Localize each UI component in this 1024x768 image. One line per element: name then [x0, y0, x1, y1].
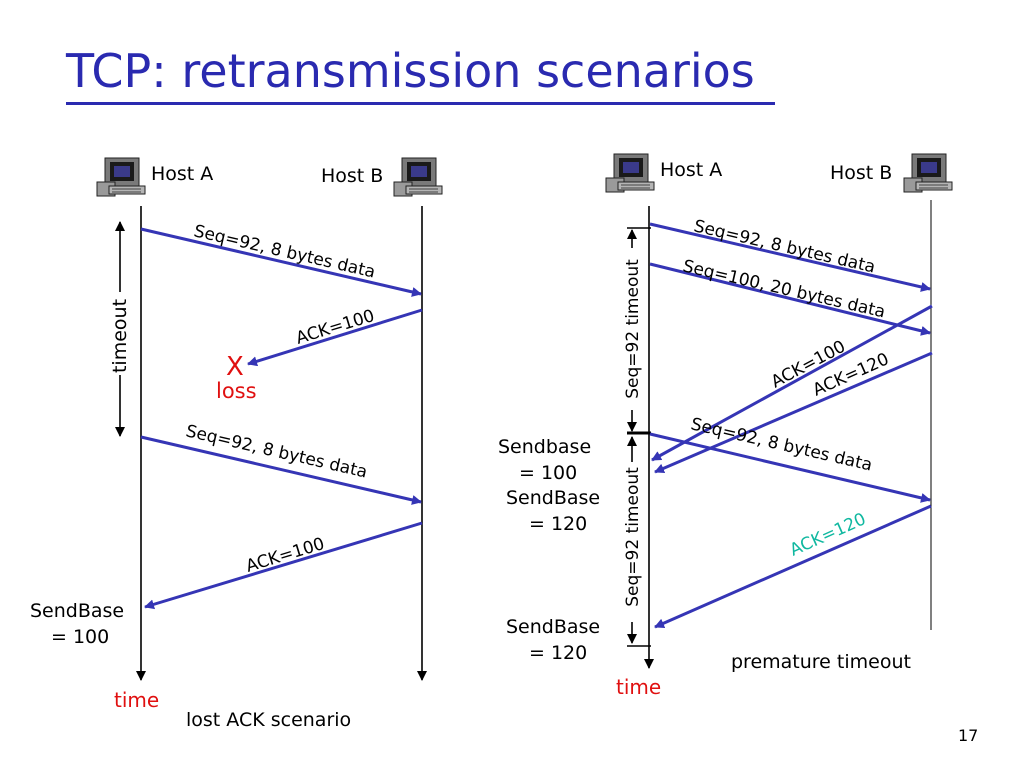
host-b-computer-icon: [393, 157, 443, 197]
right-sendbase-b2: = 120: [529, 513, 587, 535]
loss-x-icon: X: [226, 352, 244, 382]
left-host-a-label: Host A: [151, 163, 213, 185]
left-seq92-arrow-1: [140, 227, 422, 297]
left-seq92-arrow-2: [140, 435, 422, 505]
host-b-computer-icon: [903, 153, 953, 193]
right-sendbase-c1: SendBase: [506, 616, 600, 638]
left-ack2-label: ACK=100: [244, 534, 327, 577]
left-caption: lost ACK scenario: [186, 709, 351, 731]
left-scenario: Host A Host B timeout Seq=92, 8 bytes da…: [30, 157, 443, 731]
right-scenario: Host A Host B Seq=92 timeout Seq=92 time…: [498, 153, 953, 699]
slide-title: TCP: retransmission scenarios: [66, 44, 755, 98]
right-timeout1-label: Seq=92 timeout: [623, 259, 643, 399]
host-a-computer-icon: [96, 157, 146, 197]
left-host-b-label: Host B: [321, 165, 383, 187]
right-seq92-arrow-2: [649, 432, 931, 503]
right-ack120-arrow: [654, 351, 933, 474]
host-a-computer-icon: [605, 153, 655, 193]
right-seq92-arrow-1: [649, 222, 931, 292]
right-time-label: time: [616, 675, 661, 699]
title-underline: [66, 102, 775, 105]
left-msg1-label: Seq=92, 8 bytes data: [192, 221, 377, 282]
left-sendbase-line2: = 100: [51, 626, 109, 648]
left-time-label: time: [114, 688, 159, 712]
right-host-a-label: Host A: [660, 159, 722, 181]
right-sendbase-c2: = 120: [529, 642, 587, 664]
right-ack100-arrow: [651, 304, 933, 462]
right-sendbase-a2: = 100: [519, 462, 577, 484]
right-sendbase-b1: SendBase: [506, 487, 600, 509]
right-sendbase-a1: Sendbase: [498, 436, 591, 458]
right-ack120-premature-arrow: [654, 504, 932, 629]
left-ack2-arrow: [144, 521, 423, 610]
right-timeout2-label: Seq=92 timeout: [623, 467, 643, 607]
right-seq100-arrow: [649, 262, 931, 336]
page-number: 17: [958, 726, 978, 745]
right-caption: premature timeout: [731, 651, 911, 673]
left-sendbase-line1: SendBase: [30, 600, 124, 622]
right-host-b-label: Host B: [830, 162, 892, 184]
left-lost-ack-arrow: [247, 308, 423, 367]
right-ack120b-label: ACK=120: [787, 509, 869, 560]
loss-label: loss: [216, 379, 257, 403]
left-timeout-label: timeout: [109, 299, 131, 373]
left-ack1-label: ACK=100: [294, 306, 377, 349]
